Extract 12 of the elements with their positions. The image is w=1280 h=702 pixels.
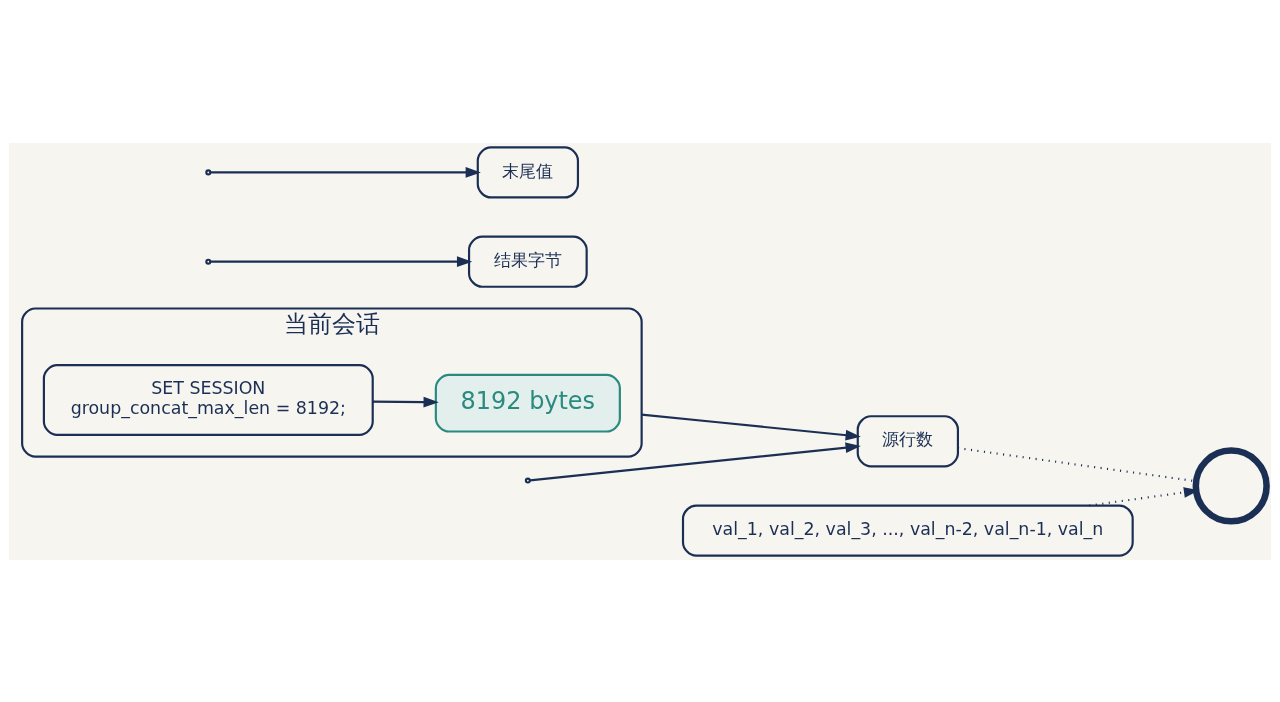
node-magnifier [1192, 446, 1270, 525]
arrow [210, 255, 473, 267]
arrow [641, 413, 861, 440]
arrow [372, 396, 439, 407]
node-box: SET SESSION group_concat_max_len = 8192; [42, 363, 374, 436]
arrow [529, 441, 861, 481]
node-box: 源行数 [856, 414, 959, 467]
node-box: val_1, val_2, val_3, ..., val_n-2, val_n-1, val_n [681, 503, 1134, 557]
arrow [210, 166, 481, 178]
node-box: 末尾值 [476, 145, 580, 199]
node-box: 8192 bytes [434, 373, 621, 433]
node-box: 结果字节 [467, 235, 588, 288]
